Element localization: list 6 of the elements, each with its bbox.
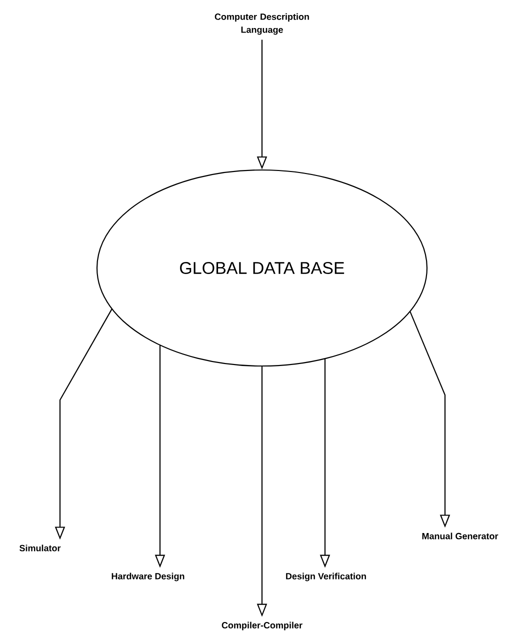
node-label: Simulator <box>20 544 61 552</box>
node-label: Compiler-Compiler <box>222 622 302 630</box>
node-label: Computer Description Language <box>214 13 309 35</box>
node-label: Design Verification <box>286 572 366 582</box>
node-label: Hardware Design <box>112 572 184 582</box>
node-label: Manual Generator <box>422 532 498 540</box>
